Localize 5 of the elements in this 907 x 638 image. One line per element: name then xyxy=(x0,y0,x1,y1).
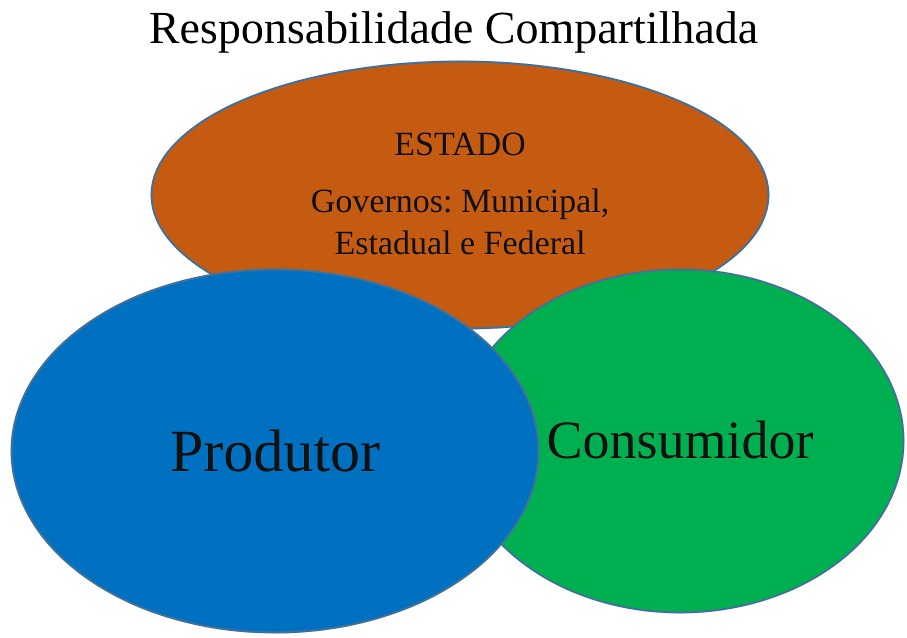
node-heading: Consumidor xyxy=(546,409,814,472)
diagram-title: Responsabilidade Compartilhada xyxy=(148,2,760,54)
node-heading: ESTADO xyxy=(394,125,526,166)
node-text: Governos: Municipal, Estadual e Federal xyxy=(310,182,610,264)
node-heading: Produtor xyxy=(170,416,380,486)
